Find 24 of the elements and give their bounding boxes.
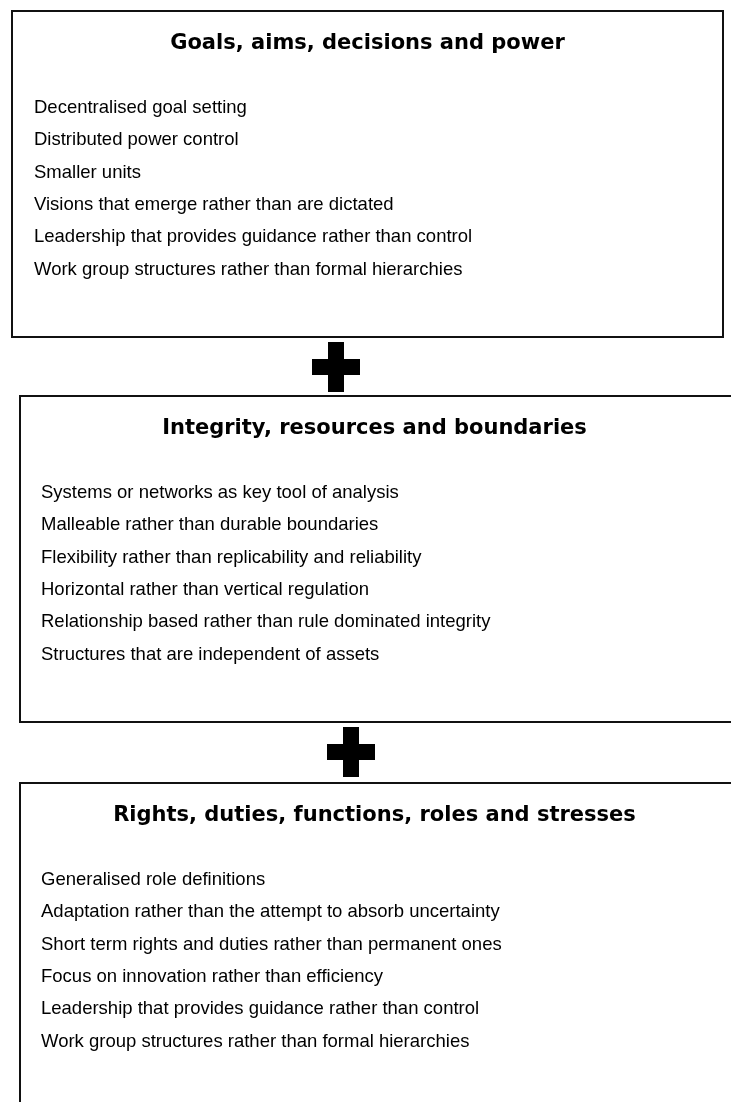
list-item: Systems or networks as key tool of analysis <box>41 481 399 503</box>
list-item: Relationship based rather than rule dominated integrity <box>41 610 491 633</box>
section-box <box>19 782 731 1102</box>
list-item: Generalised role definitions <box>41 868 266 890</box>
section-box <box>19 395 731 723</box>
list-item: Decentralised goal setting <box>34 96 247 118</box>
list-item: Work group structures rather than formal hierarchies <box>34 257 463 280</box>
list-item: Adaptation rather than the attempt to absorb uncertainty <box>41 900 500 923</box>
list-item: Focus on innovation rather than efficiency <box>41 964 384 987</box>
list-item: Short term rights and duties rather than permanent ones <box>41 932 502 955</box>
list-item: Work group structures rather than formal hierarchies <box>41 1029 470 1052</box>
section-heading: Rights, duties, functions, roles and stresses <box>113 802 636 826</box>
list-item: Leadership that provides guidance rather than control <box>34 225 473 248</box>
list-item: Flexibility rather than replicability and reliability <box>41 545 422 568</box>
list-item: Malleable rather than durable boundaries <box>41 513 379 536</box>
list-item: Visions that emerge rather than are dictated <box>34 192 394 215</box>
list-item: Distributed power control <box>34 128 239 151</box>
list-item: Structures that are independent of assets <box>41 642 380 665</box>
section-heading: Goals, aims, decisions and power <box>170 30 565 54</box>
section-box <box>11 10 724 338</box>
section-heading: Integrity, resources and boundaries <box>162 415 587 439</box>
list-item: Horizontal rather than vertical regulation <box>41 577 370 600</box>
list-item: Smaller units <box>34 160 141 183</box>
list-item: Leadership that provides guidance rather than control <box>41 997 480 1020</box>
